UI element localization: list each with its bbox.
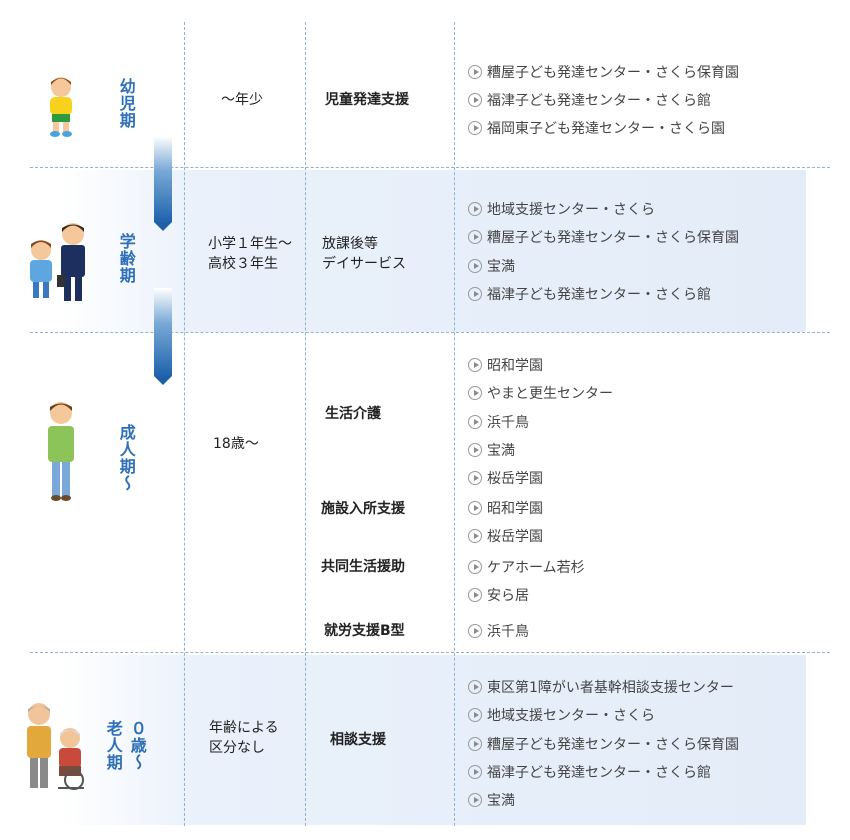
facility-link[interactable]: 浜千鳥 — [468, 621, 529, 641]
play-circle-icon — [468, 386, 482, 400]
play-circle-icon — [468, 358, 482, 372]
facility-link[interactable]: 福津子ども発達センター・さくら館 — [468, 762, 711, 782]
age-range-toddler: ～年少 — [221, 92, 263, 108]
facility-link[interactable]: 宝満 — [468, 256, 515, 276]
facility-link[interactable]: 宝満 — [468, 790, 515, 810]
play-circle-icon — [468, 65, 482, 79]
service-child-development: 児童発達支援 — [325, 92, 409, 108]
age-range-elderly: 年齢による 区分なし — [209, 720, 279, 756]
column-divider-3 — [454, 22, 455, 826]
facility-link[interactable]: 宝満 — [468, 440, 515, 460]
elderly-icon — [27, 703, 84, 790]
play-circle-icon — [468, 93, 482, 107]
facility-link[interactable]: 福津子ども発達センター・さくら館 — [468, 90, 711, 110]
play-circle-icon — [468, 415, 482, 429]
facility-link[interactable]: 桜岳学園 — [468, 468, 543, 488]
play-circle-icon — [468, 529, 482, 543]
column-divider-1 — [184, 22, 185, 826]
stage-label-all-ages: ０歳～ — [127, 720, 147, 771]
play-circle-icon — [468, 471, 482, 485]
play-circle-icon — [468, 443, 482, 457]
play-circle-icon — [468, 708, 482, 722]
play-circle-icon — [468, 121, 482, 135]
service-after-school-day: 放課後等 デイサービス — [322, 236, 406, 272]
service-employment-b: 就労支援B型 — [324, 623, 405, 639]
play-circle-icon — [468, 624, 482, 638]
play-circle-icon — [468, 680, 482, 694]
play-circle-icon — [468, 588, 482, 602]
play-circle-icon — [468, 501, 482, 515]
toddler-icon — [50, 77, 72, 137]
column-divider-2 — [305, 22, 306, 826]
play-circle-icon — [468, 202, 482, 216]
facility-link[interactable]: 地域支援センター・さくら — [468, 199, 655, 219]
facility-link[interactable]: 糟屋子ども発達センター・さくら保育園 — [468, 62, 739, 82]
facility-link[interactable]: 東区第1障がい者基幹相談支援センター — [468, 677, 734, 697]
facility-link[interactable]: 福津子ども発達センター・さくら館 — [468, 284, 711, 304]
play-circle-icon — [468, 793, 482, 807]
arrow-down-icon — [154, 288, 172, 385]
row-divider-2 — [30, 332, 830, 333]
schoolchildren-icon — [30, 223, 85, 301]
service-residential-support: 施設入所支援 — [321, 501, 405, 517]
play-circle-icon — [468, 737, 482, 751]
service-consultation: 相談支援 — [330, 732, 386, 748]
facility-link[interactable]: 昭和学園 — [468, 355, 543, 375]
play-circle-icon — [468, 560, 482, 574]
play-circle-icon — [468, 259, 482, 273]
facility-link[interactable]: 昭和学園 — [468, 498, 543, 518]
arrow-down-icon — [154, 136, 172, 231]
elderly-band — [62, 655, 806, 825]
play-circle-icon — [468, 287, 482, 301]
service-group-home: 共同生活援助 — [321, 559, 405, 575]
row-divider-1 — [30, 167, 830, 168]
facility-link[interactable]: 安ら居 — [468, 585, 529, 605]
facility-link[interactable]: 地域支援センター・さくら — [468, 705, 655, 725]
facility-link[interactable]: 福岡東子ども発達センター・さくら園 — [468, 118, 725, 138]
age-range-school-age: 小学１年生～ 高校３年生 — [208, 236, 292, 272]
facility-link[interactable]: ケアホーム若杉 — [468, 557, 585, 577]
adult-icon — [48, 402, 74, 501]
play-circle-icon — [468, 765, 482, 779]
facility-link[interactable]: 糟屋子ども発達センター・さくら保育園 — [468, 734, 739, 754]
age-range-adult: 18歳～ — [213, 436, 259, 452]
stage-label-school-age: 学齢期 — [116, 233, 136, 284]
school-age-band — [62, 170, 806, 332]
stage-label-toddler: 幼児期 — [116, 78, 136, 129]
facility-link[interactable]: 糟屋子ども発達センター・さくら保育園 — [468, 227, 739, 247]
stage-label-elderly: 老人期 — [103, 720, 123, 771]
stage-label-adult: 成人期～ — [116, 424, 136, 492]
facility-link[interactable]: 浜千鳥 — [468, 412, 529, 432]
facility-link[interactable]: やまと更生センター — [468, 383, 613, 403]
row-divider-3 — [30, 652, 830, 653]
play-circle-icon — [468, 230, 482, 244]
service-daily-care: 生活介護 — [325, 406, 381, 422]
facility-link[interactable]: 桜岳学園 — [468, 526, 543, 546]
